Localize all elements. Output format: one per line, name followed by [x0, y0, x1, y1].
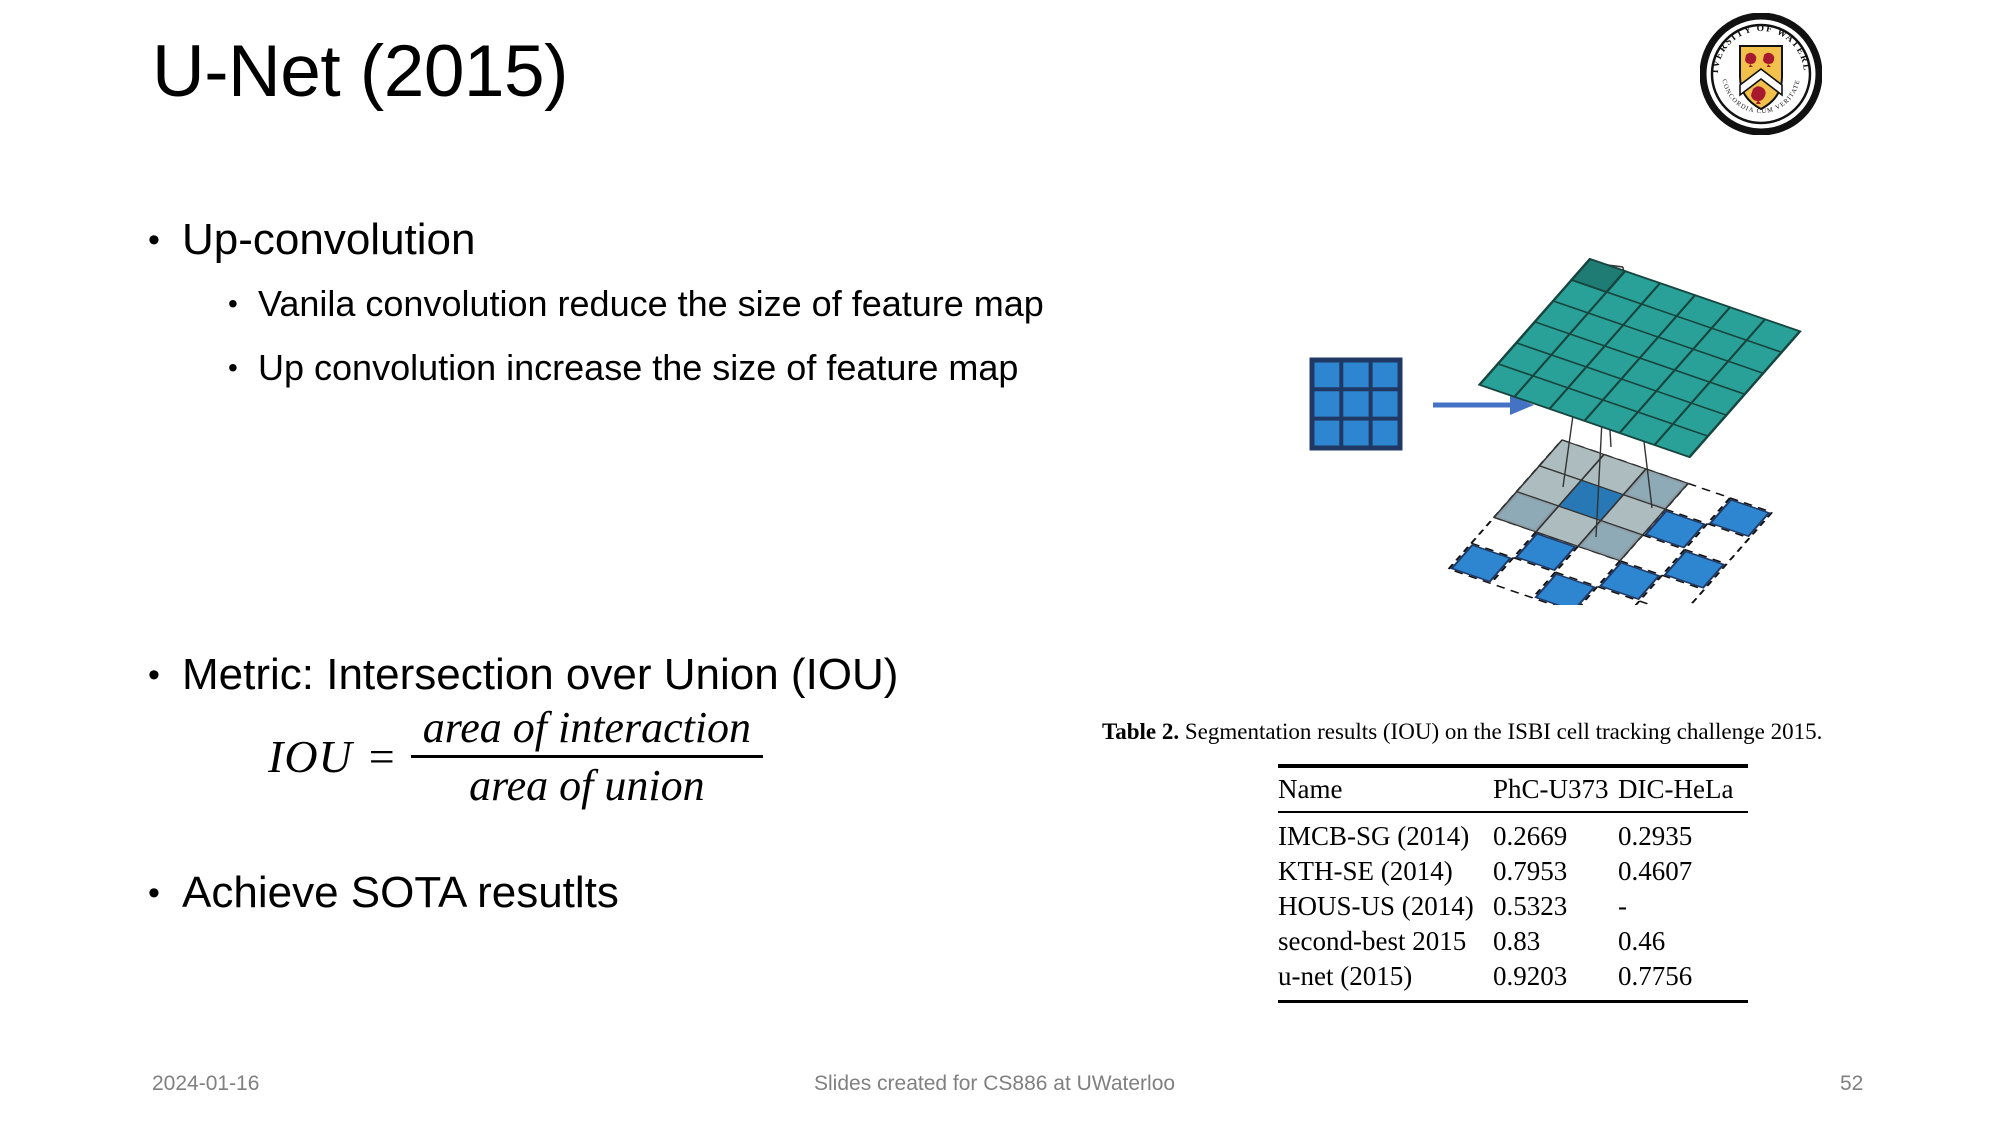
right-arrow-icon [1433, 395, 1534, 415]
table-caption: Table 2. Segmentation results (IOU) on t… [1102, 718, 1982, 747]
iou-formula: IOU = area of interaction area of union [268, 700, 764, 813]
cell-phc: 0.2669 [1493, 821, 1568, 851]
cell-name: IMCB-SG (2014) [1278, 821, 1470, 851]
cell-dic: 0.2935 [1618, 821, 1693, 851]
table-row: HOUS-US (2014) 0.5323 - [1278, 889, 1748, 924]
uw-seal-icon: UNIVERSITY OF WATERLOO CONCORDIA CUM VER… [1696, 6, 1823, 136]
bullet-glyph: • [148, 874, 160, 912]
column-header-name: Name [1278, 774, 1343, 804]
cell-dic: 0.46 [1618, 926, 1666, 956]
sub-bullet-text: Up convolution increase the size of feat… [258, 347, 1019, 388]
bullet-text: Up-convolution [182, 215, 476, 264]
table-row: IMCB-SG (2014) 0.2669 0.2935 [1278, 812, 1748, 854]
footer-course-label: Slides created for CS886 at UWaterloo [814, 1072, 1176, 1095]
formula-fraction: area of interaction area of union [410, 700, 764, 813]
padded-input-plane [1447, 439, 1774, 643]
column-header-phc-u373: PhC-U373 [1493, 774, 1609, 804]
formula-fraction-bar [410, 755, 764, 758]
bullet-glyph: • [228, 352, 238, 383]
cell-phc: 0.9203 [1493, 961, 1568, 991]
cell-dic: 0.4607 [1618, 856, 1693, 886]
cell-name: second-best 2015 [1278, 926, 1467, 956]
cell-name: HOUS-US (2014) [1278, 891, 1474, 921]
formula-lhs: IOU [268, 731, 353, 782]
up-convolution-diagram [1300, 255, 1860, 643]
table-row: u-net (2015) 0.9203 0.7756 [1278, 959, 1748, 1002]
sub-bullet-up-convolution: • Up convolution increase the size of fea… [228, 347, 1018, 388]
formula-numerator: area of interaction [422, 703, 752, 752]
formula-denominator: area of union [469, 761, 705, 810]
cell-dic: - [1618, 891, 1627, 921]
formula-equals: = [368, 731, 395, 782]
segmentation-results-table: Name PhC-U373 DIC-HeLa IMCB-SG (2014) 0.… [1278, 764, 1748, 1003]
bullet-metric-iou: • Metric: Intersection over Union (IOU) [148, 650, 898, 701]
table-body: IMCB-SG (2014) 0.2669 0.2935 KTH-SE (201… [1278, 812, 1748, 1002]
footer-page-number: 52 [1840, 1072, 1864, 1095]
table-row: second-best 2015 0.83 0.46 [1278, 924, 1748, 959]
bullet-text: Achieve SOTA resutlts [182, 868, 619, 917]
cell-phc: 0.5323 [1493, 891, 1568, 921]
sub-bullet-text: Vanila convolution reduce the size of fe… [258, 283, 1044, 324]
bullet-glyph: • [148, 221, 160, 259]
cell-phc: 0.83 [1493, 926, 1541, 956]
bullet-up-convolution: • Up-convolution [148, 215, 476, 266]
bullet-glyph: • [228, 288, 238, 319]
bullet-achieve-sota: • Achieve SOTA resutlts [148, 868, 619, 919]
column-header-dic-hela: DIC-HeLa [1618, 774, 1734, 804]
sub-bullet-vanila-convolution: • Vanila convolution reduce the size of f… [228, 283, 1044, 324]
table-caption-text: Segmentation results (IOU) on the ISBI c… [1184, 719, 1823, 744]
cell-phc: 0.7953 [1493, 856, 1568, 886]
input-feature-map-grid [1309, 357, 1403, 451]
bullet-text: Metric: Intersection over Union (IOU) [182, 650, 899, 699]
table-caption-label: Table 2. [1102, 719, 1180, 744]
cell-dic: 0.7756 [1618, 961, 1693, 991]
table-header-row: Name PhC-U373 DIC-HeLa [1278, 766, 1748, 812]
university-of-waterloo-logo: UNIVERSITY OF WATERLOO CONCORDIA CUM VER… [1696, 6, 1823, 136]
cell-name: u-net (2015) [1278, 961, 1413, 991]
up-convolution-svg [1309, 257, 1802, 643]
bullet-glyph: • [148, 656, 160, 694]
table-header: Name PhC-U373 DIC-HeLa [1278, 766, 1748, 812]
page-title: U-Net (2015) [152, 31, 568, 112]
results-table-block: Table 2. Segmentation results (IOU) on t… [1102, 718, 1982, 1002]
output-feature-map-plane [1477, 257, 1802, 459]
cell-name: KTH-SE (2014) [1278, 856, 1453, 886]
footer-date: 2024-01-16 [152, 1072, 260, 1095]
table-row: KTH-SE (2014) 0.7953 0.4607 [1278, 854, 1748, 889]
